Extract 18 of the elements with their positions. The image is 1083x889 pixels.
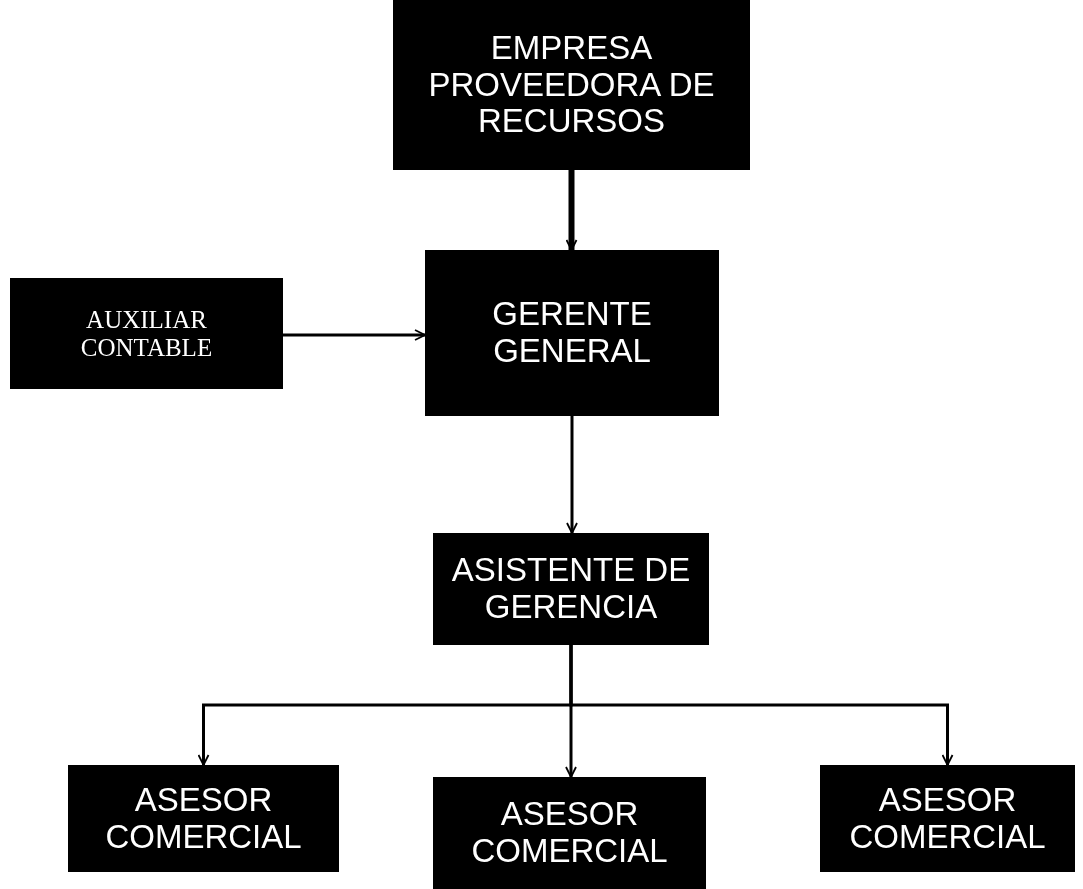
- org-box: [433, 533, 709, 645]
- arrow: [565, 170, 578, 251]
- box-label: ASESOR COMERCIAL: [848, 781, 1047, 856]
- arrow: [566, 416, 578, 534]
- org-box: [425, 250, 719, 416]
- org-box: [820, 765, 1075, 872]
- box-label: ASESOR COMERCIAL: [470, 796, 669, 870]
- arrow: [283, 329, 426, 341]
- org-box: [68, 765, 339, 872]
- org-box: [433, 777, 706, 889]
- box-label: ASISTENTE DE GERENCIA: [450, 552, 692, 626]
- arrow: [569, 645, 954, 766]
- org-box: [393, 0, 750, 170]
- box-label: EMPRESA PROVEEDORA DE RECURSOS: [427, 29, 716, 141]
- org-box: [10, 278, 283, 389]
- box-label: ASESOR COMERCIAL: [104, 781, 303, 856]
- box-label: GERENTE GENERAL: [491, 296, 653, 370]
- box-label: AUXILIAR CONTABLE: [79, 305, 214, 362]
